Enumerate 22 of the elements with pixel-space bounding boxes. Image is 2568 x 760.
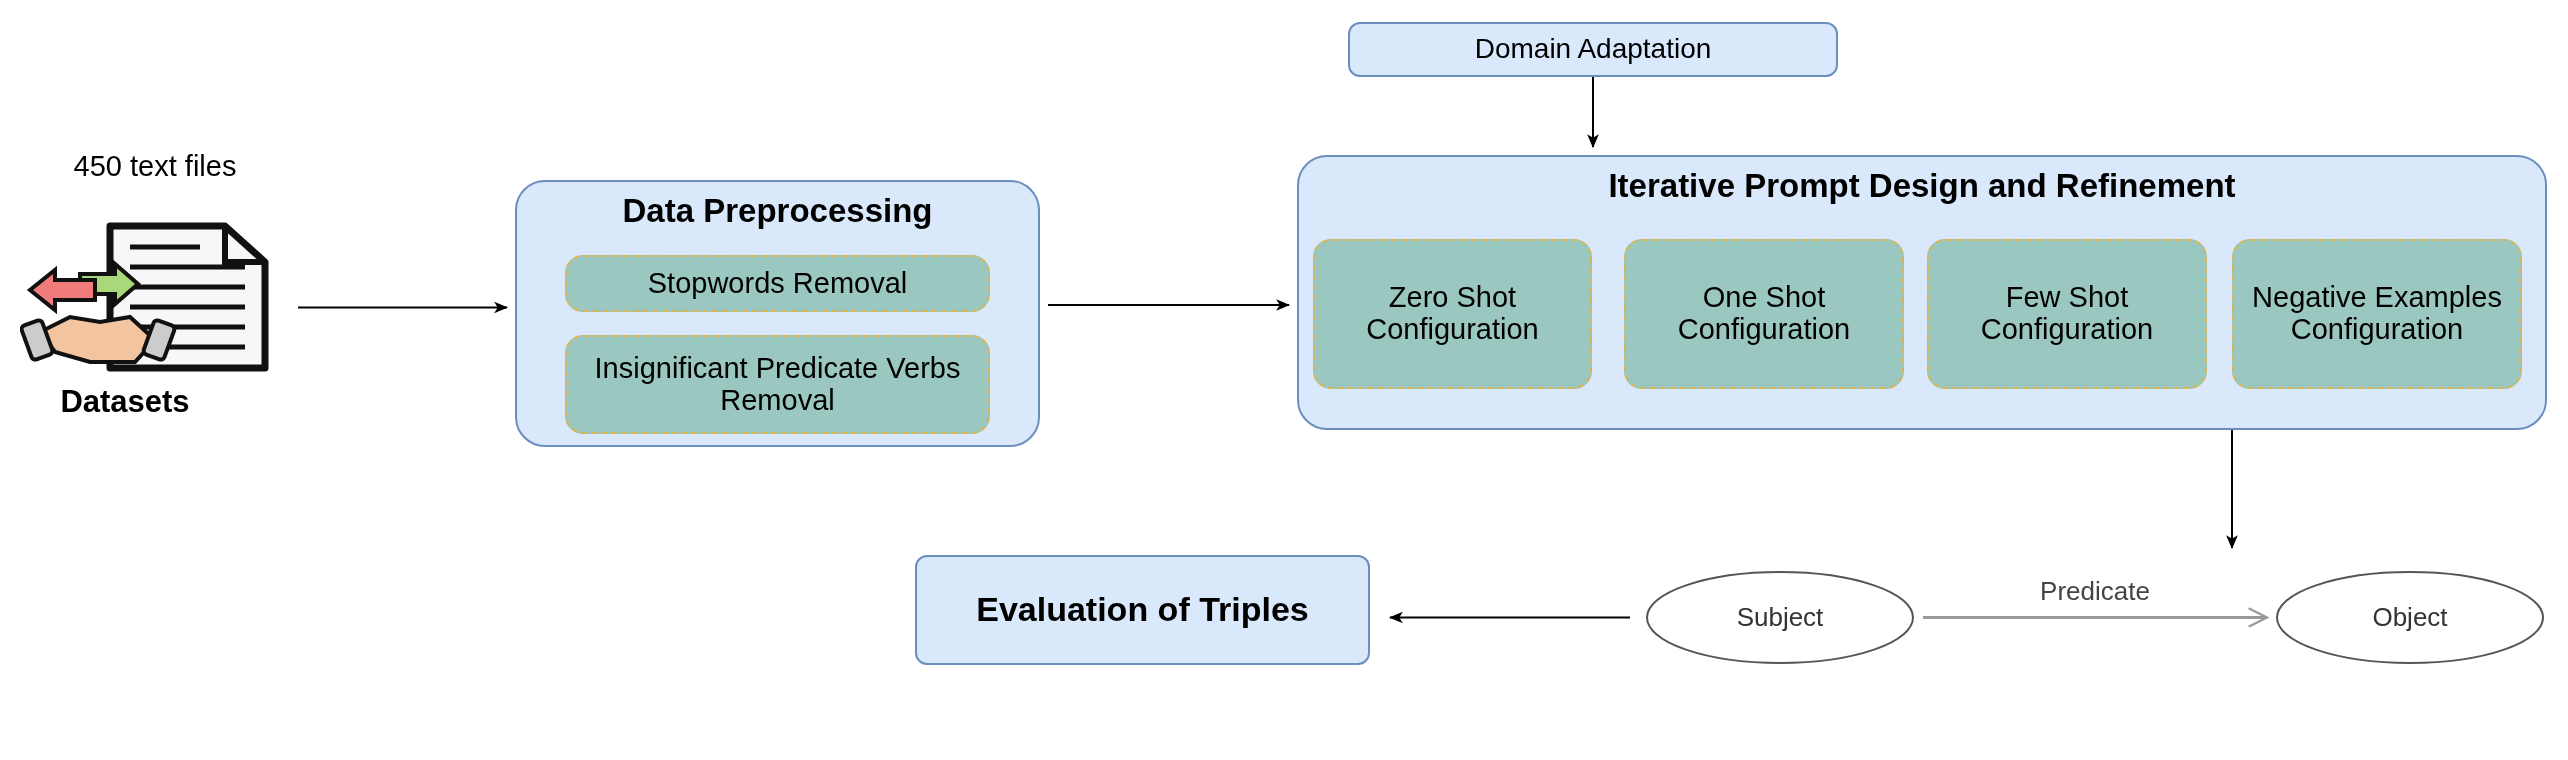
entity-ellipse: Object bbox=[2275, 570, 2545, 665]
arrow bbox=[2226, 429, 2238, 550]
group-title: Iterative Prompt Design and Refinement bbox=[1607, 167, 2237, 205]
group-title: Data Preprocessing bbox=[621, 192, 934, 230]
process-box: Domain Adaptation bbox=[1348, 22, 1838, 77]
process-box: Evaluation of Triples bbox=[915, 555, 1370, 665]
process-box: Few Shot Configuration bbox=[1927, 239, 2207, 389]
arrow bbox=[1587, 76, 1599, 149]
label: Datasets bbox=[59, 384, 191, 420]
group-container bbox=[1297, 155, 2547, 430]
node-label: 450 text files bbox=[72, 150, 238, 183]
process-box: Stopwords Removal bbox=[565, 255, 990, 312]
arrow bbox=[1923, 607, 2269, 628]
process-box: One Shot Configuration bbox=[1624, 239, 1904, 389]
group-container bbox=[515, 180, 1040, 447]
entity-ellipse: Subject bbox=[1645, 570, 1915, 665]
process-box: Zero Shot Configuration bbox=[1313, 239, 1592, 389]
arrow bbox=[1047, 299, 1291, 311]
arrow bbox=[1388, 611, 1631, 624]
arrow bbox=[297, 301, 509, 314]
process-box: Insignificant Predicate Verbs Removal bbox=[565, 335, 990, 434]
process-box: Negative Examples Configuration bbox=[2232, 239, 2522, 389]
